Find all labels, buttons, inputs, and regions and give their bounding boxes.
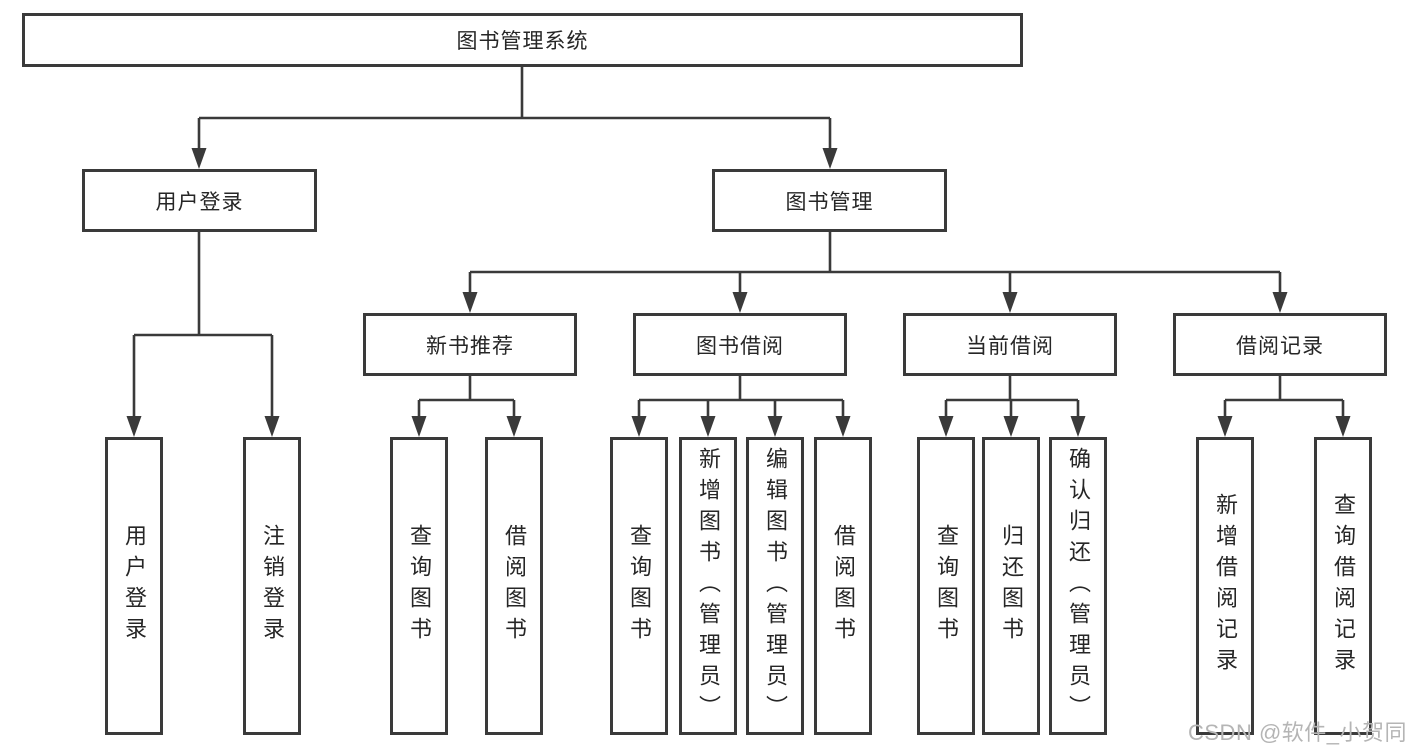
connector-borrow-records-to-leaves <box>1217 376 1351 437</box>
leaf-edit-books-admin: 编辑图书（管理员） <box>746 437 804 735</box>
node-book-management: 图书管理 <box>712 169 947 232</box>
leaf-query-books-borrow: 查询图书 <box>610 437 668 735</box>
leaf-confirm-return-admin: 确认归还（管理员） <box>1049 437 1107 735</box>
connector-book-mgmt-to-level3 <box>462 232 1288 313</box>
leaf-query-borrow-record: 查询借阅记录 <box>1314 437 1372 735</box>
leaf-logout: 注销登录 <box>243 437 301 735</box>
node-root-library-system: 图书管理系统 <box>22 13 1023 67</box>
leaf-query-books-recommend: 查询图书 <box>390 437 448 735</box>
leaf-borrow-books: 借阅图书 <box>814 437 872 735</box>
node-current-borrowing: 当前借阅 <box>903 313 1117 376</box>
connector-root-to-level2 <box>191 67 838 169</box>
csdn-watermark: CSDN @软件_小贺同学 <box>1188 720 1405 745</box>
connector-user-login-to-leaves <box>126 232 280 437</box>
node-book-borrowing: 图书借阅 <box>633 313 847 376</box>
leaf-user-login: 用户登录 <box>105 437 163 735</box>
leaf-add-borrow-record: 新增借阅记录 <box>1196 437 1254 735</box>
leaf-query-books-current: 查询图书 <box>917 437 975 735</box>
node-new-book-recommend: 新书推荐 <box>363 313 577 376</box>
connector-new-book-to-leaves <box>411 376 522 437</box>
node-user-login: 用户登录 <box>82 169 317 232</box>
node-borrow-records: 借阅记录 <box>1173 313 1387 376</box>
leaf-return-books: 归还图书 <box>982 437 1040 735</box>
connector-book-borrow-to-leaves <box>631 376 851 437</box>
leaf-borrow-books-recommend: 借阅图书 <box>485 437 543 735</box>
connector-current-borrow-to-leaves <box>938 376 1086 437</box>
leaf-add-books-admin: 新增图书（管理员） <box>679 437 737 735</box>
